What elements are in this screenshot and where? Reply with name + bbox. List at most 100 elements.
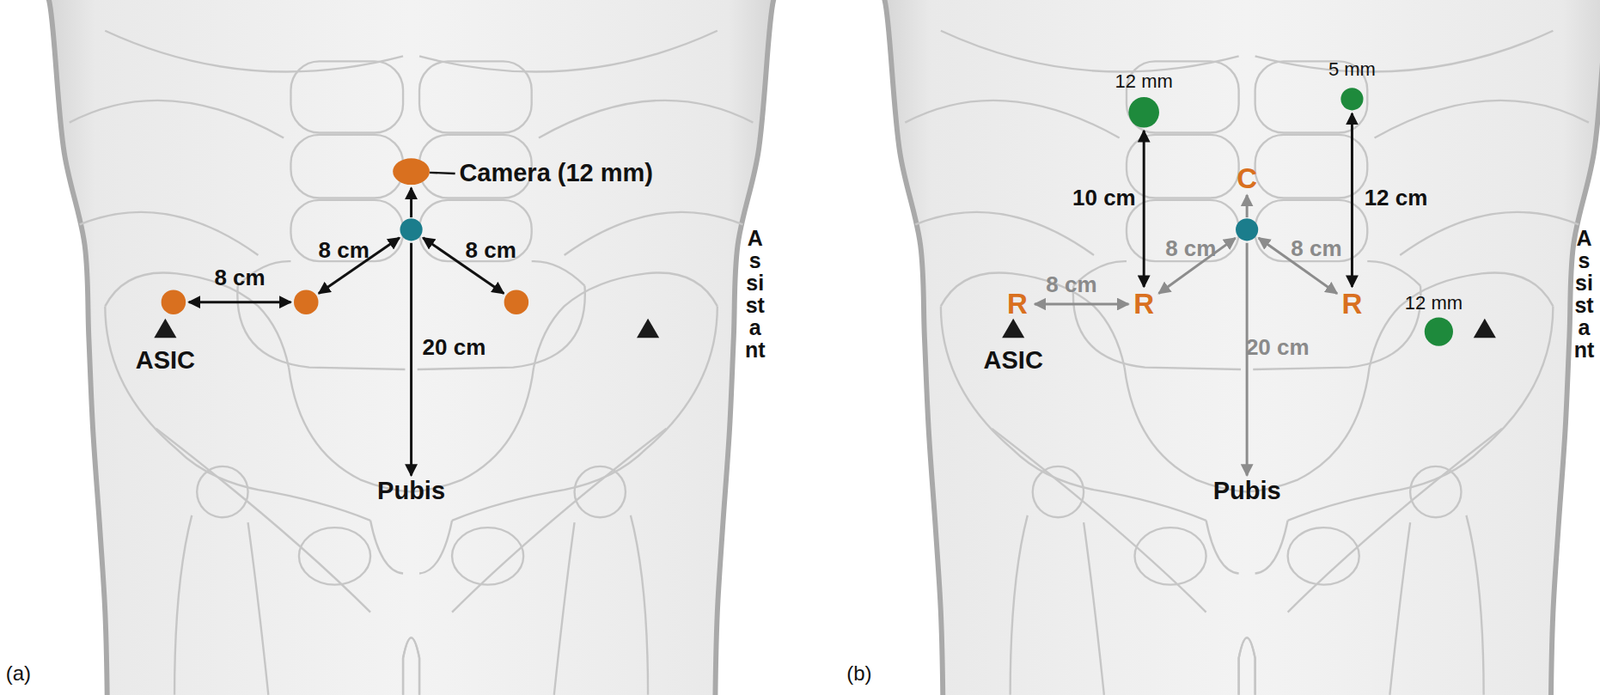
anatomy-line <box>104 30 404 73</box>
anatomy-line <box>403 637 420 695</box>
anatomy-line <box>419 520 452 575</box>
anatomy-line <box>1010 515 1028 695</box>
anatomy-line <box>1239 637 1256 695</box>
anatomy-line <box>451 428 666 613</box>
dimension-label: 8 cm <box>1045 272 1097 298</box>
anatomy-line <box>370 520 404 575</box>
anatomy-line <box>533 272 718 367</box>
assistant-port <box>1340 87 1363 110</box>
anatomy-line <box>403 637 420 695</box>
anatomy-line <box>156 428 371 613</box>
anatomic-label: ASIC <box>135 347 196 375</box>
dimension-label: 8 cm <box>213 265 265 291</box>
asic-landmark <box>1001 318 1025 339</box>
anatomic-label: Pubis <box>377 477 446 506</box>
dimension-arrow <box>1034 303 1129 306</box>
camera-port <box>392 158 430 185</box>
port-size-label: 12 mm <box>1115 71 1173 92</box>
dimension-arrow <box>1245 195 1249 218</box>
abdominal-muscle <box>1255 134 1368 199</box>
obturator-foramen <box>299 527 371 586</box>
anatomy-line <box>538 100 753 139</box>
port-size-label: 5 mm <box>1328 59 1376 80</box>
assistant-port <box>1424 317 1454 346</box>
anatomy-line <box>419 30 718 73</box>
anatomy-line <box>1083 522 1105 695</box>
anatomy-line <box>904 100 1119 139</box>
anatomy-line <box>1288 305 1554 520</box>
anatomy-line <box>991 428 1206 613</box>
dimension-label: 8 cm <box>1290 235 1342 261</box>
anatomy-line <box>237 286 405 370</box>
anatomy-line <box>1073 286 1241 370</box>
anatomy-lines <box>69 30 420 695</box>
dimension-label: 20 cm <box>1245 334 1310 360</box>
asic-landmark <box>1473 318 1497 339</box>
assistant-port <box>1128 97 1160 129</box>
body-silhouette <box>879 0 1600 695</box>
femoral-head <box>1032 466 1084 518</box>
anatomy-line <box>1399 212 1579 256</box>
femoral-head <box>1410 466 1461 518</box>
anatomy-line <box>1124 367 1248 493</box>
anatomy-line <box>531 261 586 287</box>
anatomy-line <box>1288 428 1503 613</box>
robotic-port <box>293 289 319 315</box>
anatomy-line <box>554 522 575 695</box>
dimension-arrow <box>189 300 292 304</box>
dimension-arrow <box>1350 113 1354 288</box>
abdominal-muscle <box>290 61 404 133</box>
anatomy-lines <box>403 30 753 695</box>
anatomy-line <box>1255 30 1554 73</box>
dimension-label: 8 cm <box>1165 235 1216 261</box>
anatomic-label: Camera (12 mm) <box>458 159 654 188</box>
port-size-label: 12 mm <box>1404 293 1463 314</box>
dimension-arrow <box>409 243 413 477</box>
anatomy-lines <box>904 30 1255 695</box>
anatomy-line <box>1206 520 1240 575</box>
robotic-port <box>504 289 530 315</box>
asic-landmark <box>153 318 177 339</box>
anatomy-line <box>1255 520 1289 575</box>
anatomy-line <box>417 286 586 370</box>
abdominal-muscle <box>1255 200 1368 262</box>
obturator-foramen <box>1135 527 1207 586</box>
femoral-head <box>574 466 626 518</box>
dimension-arrow <box>1245 243 1249 477</box>
obturator-foramen <box>1288 527 1360 586</box>
anatomy-line <box>1389 522 1411 695</box>
anatomy-line <box>630 515 648 695</box>
anatomy-line <box>940 30 1240 73</box>
anatomy-line <box>451 305 718 520</box>
anatomic-label: Pubis <box>1213 477 1282 506</box>
abdominal-muscle <box>290 134 404 199</box>
dimension-arrow <box>1142 130 1146 288</box>
anatomy-line <box>411 367 535 493</box>
anatomy-lines <box>1239 30 1589 695</box>
anatomy-line <box>1374 100 1589 139</box>
dimension-label: 10 cm <box>1072 185 1136 211</box>
port-letter: R <box>1007 288 1028 320</box>
asic-landmark <box>636 318 660 339</box>
dimension-label: 12 cm <box>1364 185 1429 211</box>
dimension-label: 8 cm <box>465 238 517 263</box>
anatomy-line <box>1246 367 1370 493</box>
anatomy-line <box>69 100 284 139</box>
umbilicus-dot <box>1235 218 1259 241</box>
anatomy-line <box>288 367 412 493</box>
umbilicus-dot <box>400 218 423 241</box>
panel-letter: (b) <box>846 662 872 685</box>
port-letter: R <box>1133 288 1155 320</box>
body-silhouette <box>42 0 779 695</box>
anatomy-line <box>940 305 1207 520</box>
anatomy-line <box>1465 515 1484 695</box>
anatomy-line <box>79 212 259 256</box>
leader-line <box>429 172 456 174</box>
side-label: Assistant <box>1573 226 1595 361</box>
dimension-arrow <box>409 188 413 218</box>
anatomy-line <box>174 515 192 695</box>
abdominal-muscle <box>419 61 532 133</box>
obturator-foramen <box>451 527 524 586</box>
